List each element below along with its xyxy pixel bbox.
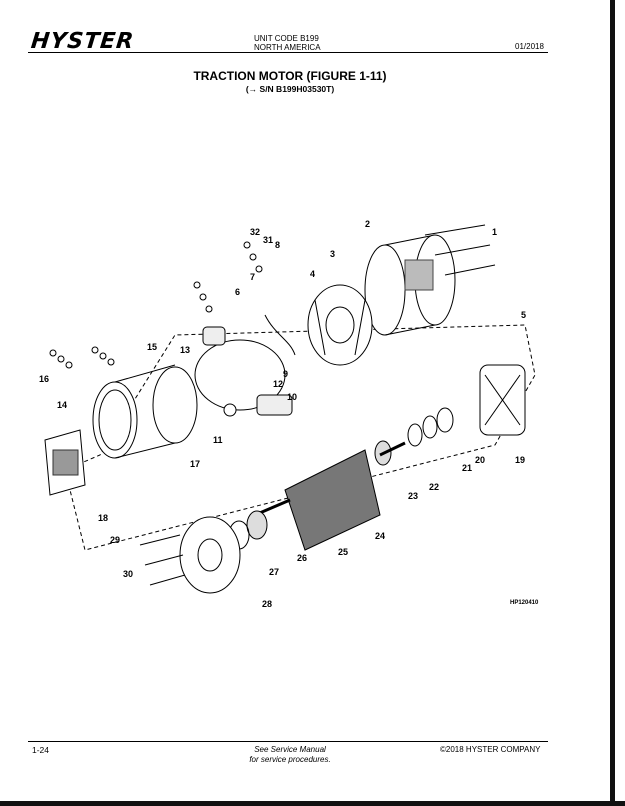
callout-24: 24 [375,531,385,541]
service-note-line-1: See Service Manual [254,745,326,754]
callout-6: 6 [235,287,240,297]
exploded-diagram: 1 2 3 4 5 6 7 8 9 10 11 12 13 14 15 16 1… [25,215,560,615]
part-stator-windings [479,364,526,436]
part-field-coils [44,429,86,496]
callout-27: 27 [269,567,279,577]
part-end-cover [364,234,456,336]
callout-13: 13 [180,345,190,355]
callout-20: 20 [475,455,485,465]
callout-11: 11 [213,435,223,445]
callout-4: 4 [310,269,315,279]
header-unit-info: UNIT CODE B199 NORTH AMERICA [254,34,321,52]
callout-1: 1 [492,227,497,237]
figure-reference: HP120410 [510,600,539,606]
callout-18: 18 [98,513,108,523]
part-brush-plate [194,314,296,417]
region: NORTH AMERICA [254,43,321,52]
part-flange [179,516,241,594]
part-flange-bolts [139,534,186,586]
callout-31: 31 [263,235,273,245]
callout-2: 2 [365,219,370,229]
callout-10: 10 [287,392,297,402]
part-motor-frame [92,364,198,459]
assembly-outline [64,324,536,551]
header-divider [28,52,548,53]
copyright: ©2018 HYSTER COMPANY [440,745,541,754]
callout-5: 5 [521,310,526,320]
callout-3: 3 [330,249,335,259]
callout-30: 30 [123,569,133,579]
part-washers [374,407,454,466]
footer-divider [28,741,548,742]
callout-19: 19 [515,455,525,465]
header-date: 01/2018 [515,42,544,51]
callout-25: 25 [338,547,348,557]
callout-29: 29 [110,535,120,545]
part-hardware-stacks [49,241,263,369]
callout-26: 26 [297,553,307,563]
page-border-bottom [0,801,625,806]
page-title: TRACTION MOTOR (FIGURE 1-11) [193,69,387,83]
service-note-line-2: for service procedures. [249,755,331,764]
unit-code: UNIT CODE B199 [254,34,319,43]
part-brush-housing [307,284,373,366]
callout-12: 12 [273,379,283,389]
callout-17: 17 [190,459,200,469]
callout-16: 16 [39,374,49,384]
callout-15: 15 [147,342,157,352]
callout-28: 28 [262,599,272,609]
traction-motor-drawing: 1 2 3 4 5 6 7 8 9 10 11 12 13 14 15 16 1… [39,219,536,609]
callout-7: 7 [250,272,255,282]
callout-32: 32 [250,227,260,237]
page-subtitle: (→ S/N B199H03530T) [245,84,335,94]
callout-9: 9 [283,369,288,379]
callout-23: 23 [408,491,418,501]
service-note: See Service Manual for service procedure… [240,745,340,765]
part-through-bolts [424,224,496,276]
callout-22: 22 [429,482,439,492]
callout-21: 21 [462,463,472,473]
callout-14: 14 [57,400,67,410]
page-border-right [610,0,615,806]
brand-logo: HYSTER [29,29,136,54]
callout-8: 8 [275,240,280,250]
page-number: 1-24 [32,745,50,755]
